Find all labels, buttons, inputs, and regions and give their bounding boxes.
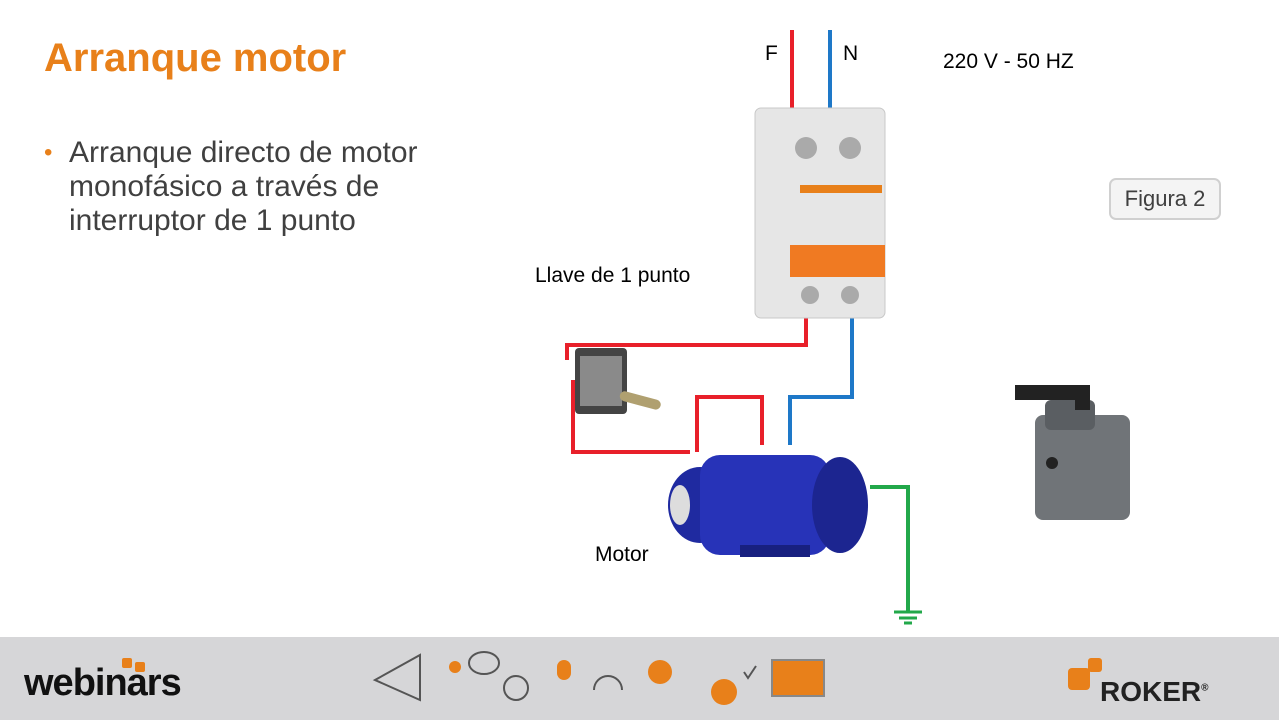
bullet-item: • Arranque directo de motor monofásico a … xyxy=(44,136,464,238)
toggle-switch-image xyxy=(575,348,661,414)
breaker-label: Llave de 1 punto xyxy=(535,264,691,287)
figure-2-button[interactable]: Figura 2 xyxy=(1109,178,1221,220)
neutral-wire-to-motor xyxy=(788,312,854,445)
ground-wire xyxy=(870,485,910,612)
phase-wire-to-switch xyxy=(565,312,808,360)
motor-label: Motor xyxy=(595,543,649,566)
motor-phase-wire xyxy=(695,395,764,452)
footer-bar xyxy=(0,637,1279,720)
phase-label: F xyxy=(765,42,778,65)
webinars-logo: webinars xyxy=(24,662,182,704)
registered-mark: ® xyxy=(1201,682,1209,694)
rotary-switch-image xyxy=(1015,385,1130,520)
slide-title: Arranque motor xyxy=(44,36,347,80)
bullet-text: Arranque directo de motor monofásico a t… xyxy=(69,136,418,237)
bullet-dot: • xyxy=(44,139,53,166)
roker-logo: ROKER® xyxy=(1100,676,1209,708)
ground-symbol xyxy=(894,610,922,625)
supply-label: 220 V - 50 HZ xyxy=(943,50,1074,73)
neutral-label: N xyxy=(843,42,859,65)
switch-wire-return xyxy=(571,380,690,454)
motor-image xyxy=(668,455,868,557)
roker-logo-text: ROKER xyxy=(1100,676,1202,707)
breaker-image xyxy=(754,107,886,319)
